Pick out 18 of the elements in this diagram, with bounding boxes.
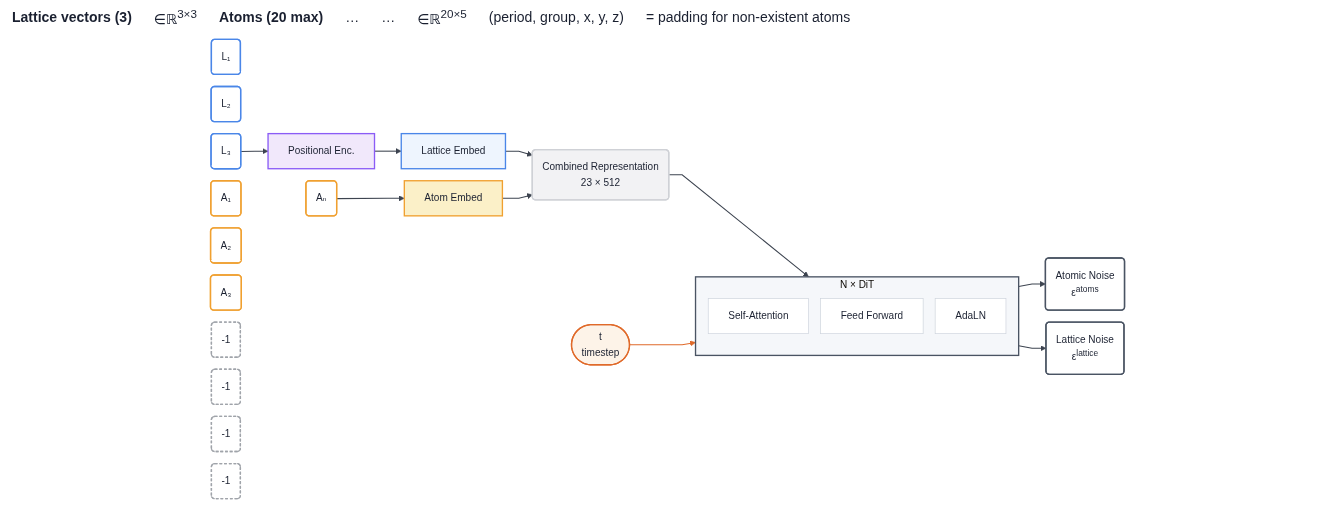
annotation-text: = padding for non-existent atoms [645, 9, 851, 25]
annotation-text: ∈ℝ$^{3×3}$ [153, 7, 197, 27]
node-box: Self-Attention [707, 298, 809, 334]
ellipsis-text: … [345, 9, 360, 25]
annotation-text: Atoms (20 max) [218, 9, 324, 25]
arrow [336, 195, 405, 202]
node-box: Lattice Embed [400, 132, 507, 170]
arrow [240, 148, 269, 155]
annotation-text: ∈ℝ$^{20×5}$ [417, 7, 467, 27]
arrow [668, 174, 809, 278]
node-box: Atom Embed [403, 180, 504, 217]
arrow [1018, 281, 1046, 288]
node-box: Feed Forward [820, 298, 924, 334]
ellipsis-text: … [381, 9, 396, 25]
annotation-text: Lattice vectors (3) [12, 9, 132, 25]
node-box: AdaLN [934, 298, 1007, 334]
annotation-text: (period, group, x, y, z) [488, 9, 624, 25]
node-box: Positional Enc. [267, 132, 376, 170]
